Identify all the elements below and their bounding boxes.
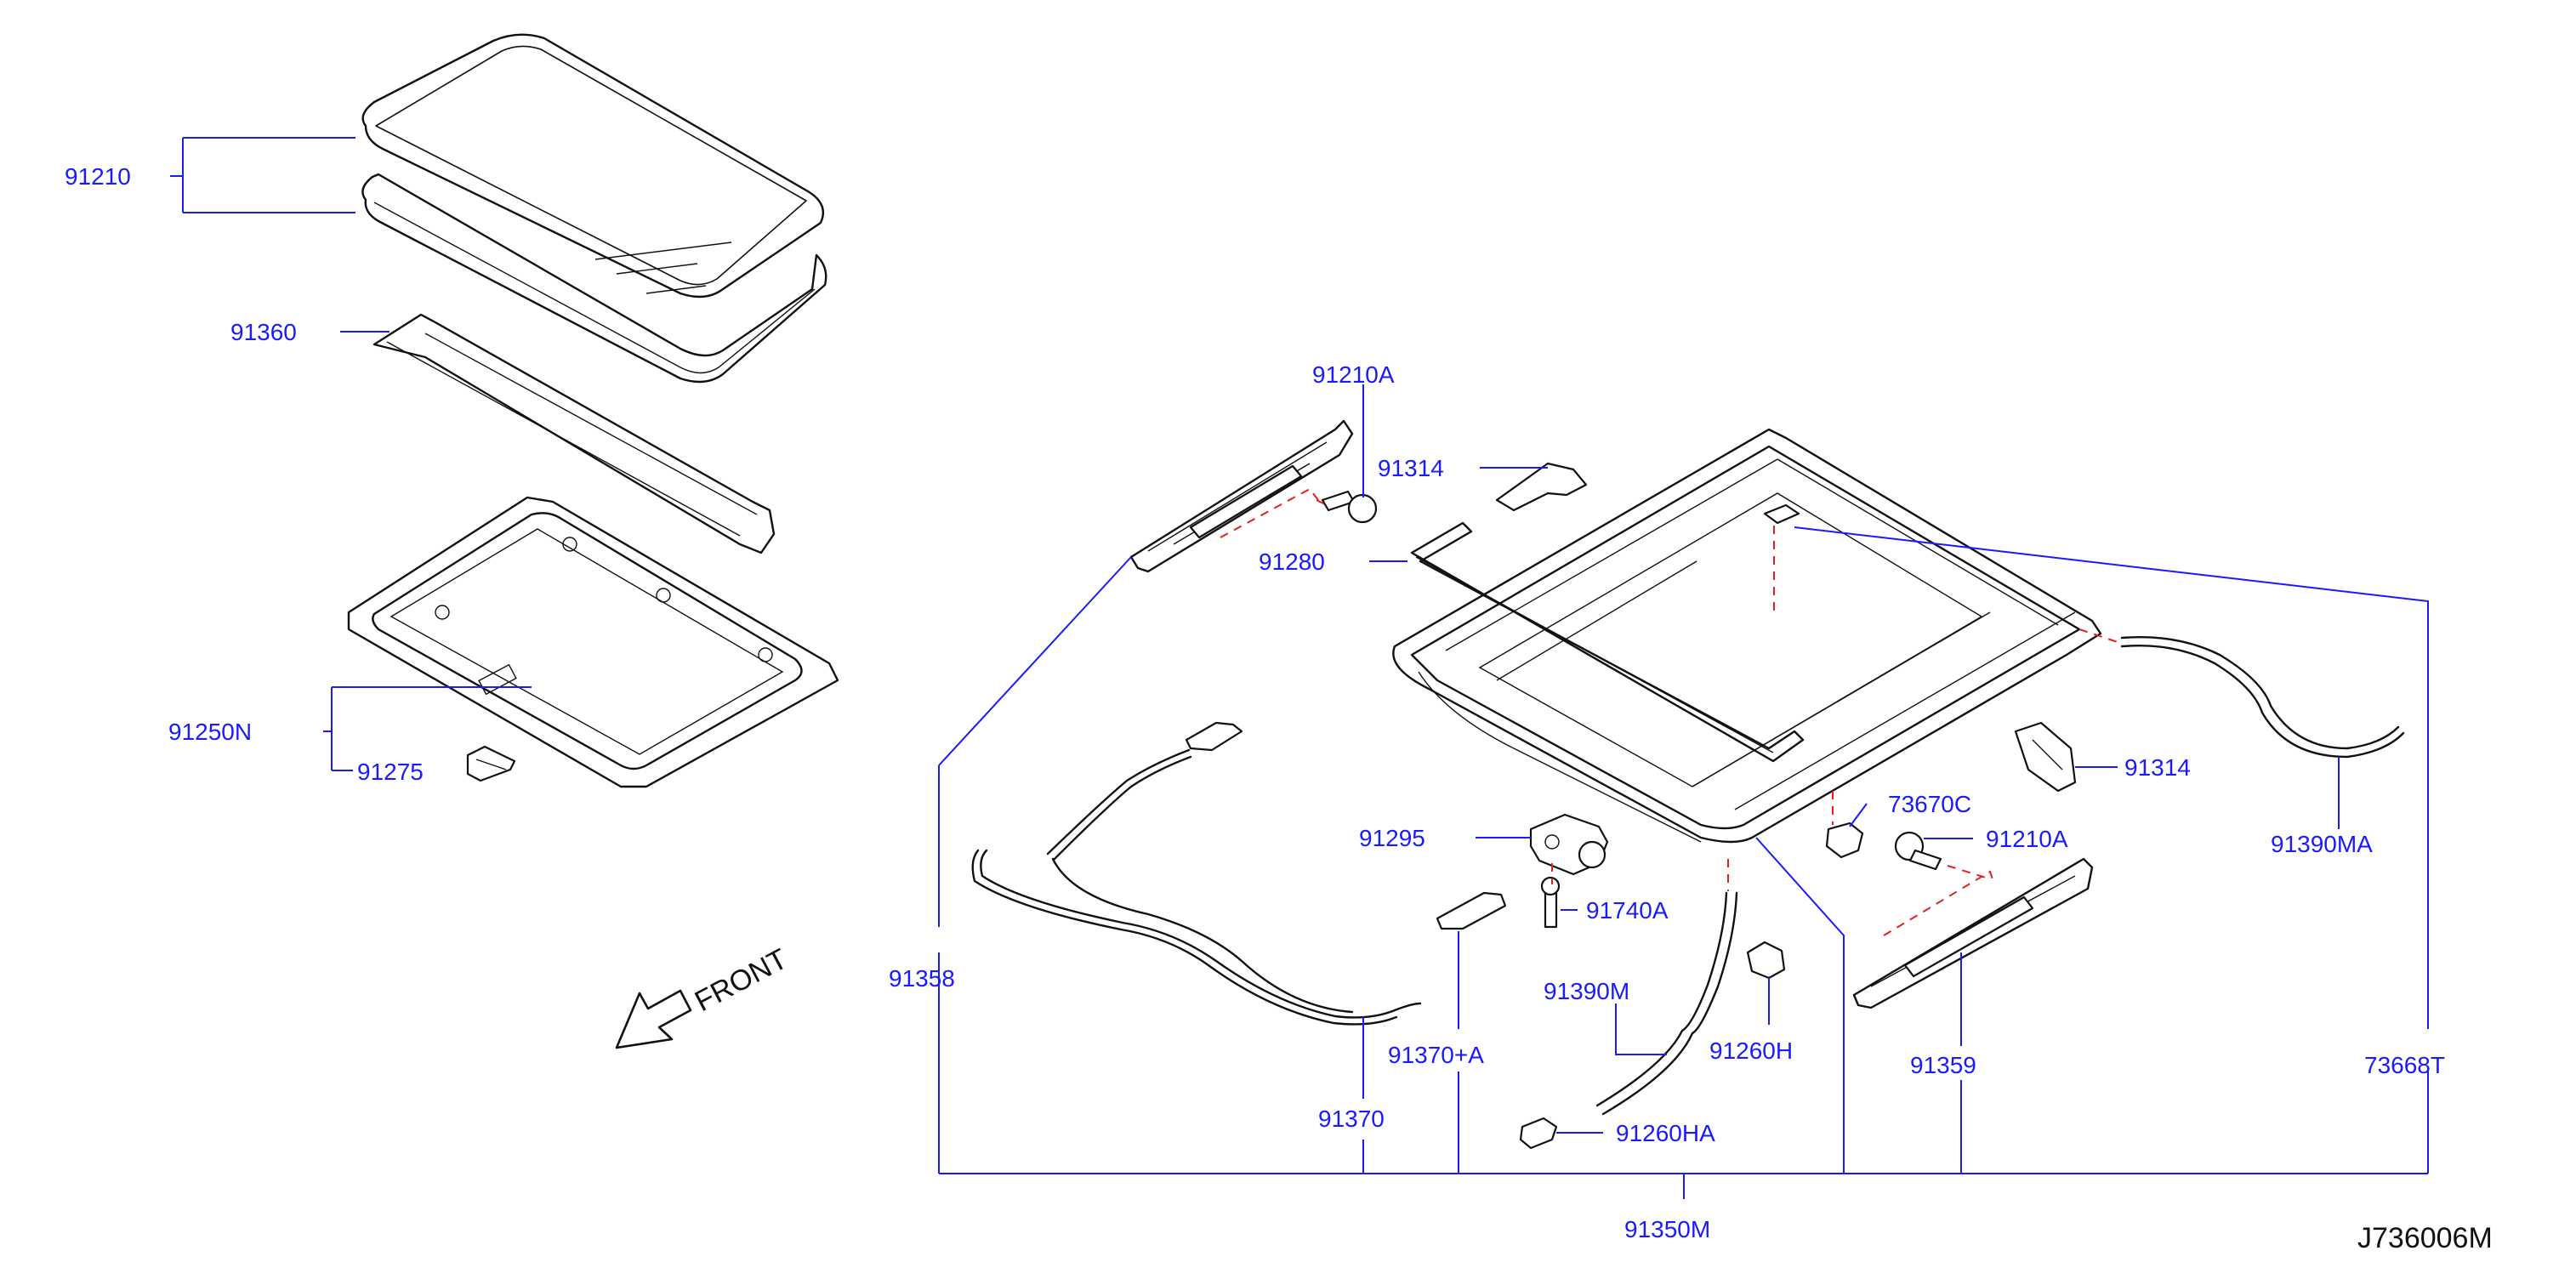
drain-hose-part-front-right <box>1595 891 1738 1116</box>
sunroof-frame-part <box>1392 428 2102 844</box>
front-deflector-bar-part <box>1410 521 1805 763</box>
label-91350M: 91350M <box>1624 1216 1710 1242</box>
drain-hose-front-part <box>971 748 1422 1026</box>
assembly-guide-lines <box>1220 487 2118 936</box>
label-91359: 91359 <box>1910 1052 1976 1078</box>
cable-bracket-part-rear <box>1185 721 1243 752</box>
cable-bracket-part-front <box>1436 891 1507 930</box>
label-91740A: 91740A <box>1586 897 1669 924</box>
label-91370: 91370 <box>1318 1106 1385 1132</box>
label-91260H: 91260H <box>1709 1037 1793 1064</box>
label-73668T: 73668T <box>2364 1052 2445 1078</box>
label-91370A: 91370+A <box>1388 1042 1484 1068</box>
label-91390MA: 91390MA <box>2271 831 2373 857</box>
label-91360: 91360 <box>230 319 297 345</box>
diagram-code: J736006M <box>2357 1222 2493 1254</box>
label-91260HA: 91260HA <box>1616 1120 1715 1146</box>
hose-grommet-part <box>1519 1117 1558 1150</box>
motor-part <box>1529 813 1609 876</box>
sunshade-handle-part <box>466 745 516 782</box>
bracket-part-top <box>1495 462 1588 512</box>
screw-part-top <box>1321 490 1378 524</box>
front-arrow-icon <box>615 989 692 1049</box>
glass-panel-part <box>361 33 825 298</box>
label-91210: 91210 <box>65 163 131 190</box>
label-91390M: 91390M <box>1544 978 1629 1004</box>
label-91314-right: 91314 <box>2124 754 2191 781</box>
right-guide-rail-part <box>1852 857 2094 1009</box>
nut-part <box>1825 821 1864 859</box>
leader-lines <box>170 137 2429 1199</box>
label-91250N: 91250N <box>168 719 252 745</box>
part-labels: 91210 91360 91250N 91275 91210A 91314 91… <box>65 163 2445 1242</box>
bracket-part-right <box>2014 721 2077 793</box>
screw-part-right <box>1894 831 1942 871</box>
label-91295: 91295 <box>1359 825 1425 851</box>
glass-seal-part <box>361 173 827 384</box>
label-91275: 91275 <box>357 759 424 785</box>
label-91314-top: 91314 <box>1378 455 1444 481</box>
left-guide-rail-part <box>1129 419 1354 573</box>
label-91210A-right: 91210A <box>1986 826 2068 852</box>
label-91280: 91280 <box>1259 549 1325 575</box>
label-91358: 91358 <box>889 965 955 992</box>
sunshade-frame-part <box>347 496 839 788</box>
label-91210A-top: 91210A <box>1312 361 1395 388</box>
label-73670C: 73670C <box>1888 791 1971 817</box>
drain-hose-part-rear-right <box>2120 635 2405 759</box>
wind-deflector-part <box>372 313 776 554</box>
tape-part <box>1763 503 1800 525</box>
hose-clip-part <box>1746 941 1786 980</box>
front-label: FRONT <box>690 943 793 1019</box>
screw-part-motor <box>1540 876 1561 929</box>
